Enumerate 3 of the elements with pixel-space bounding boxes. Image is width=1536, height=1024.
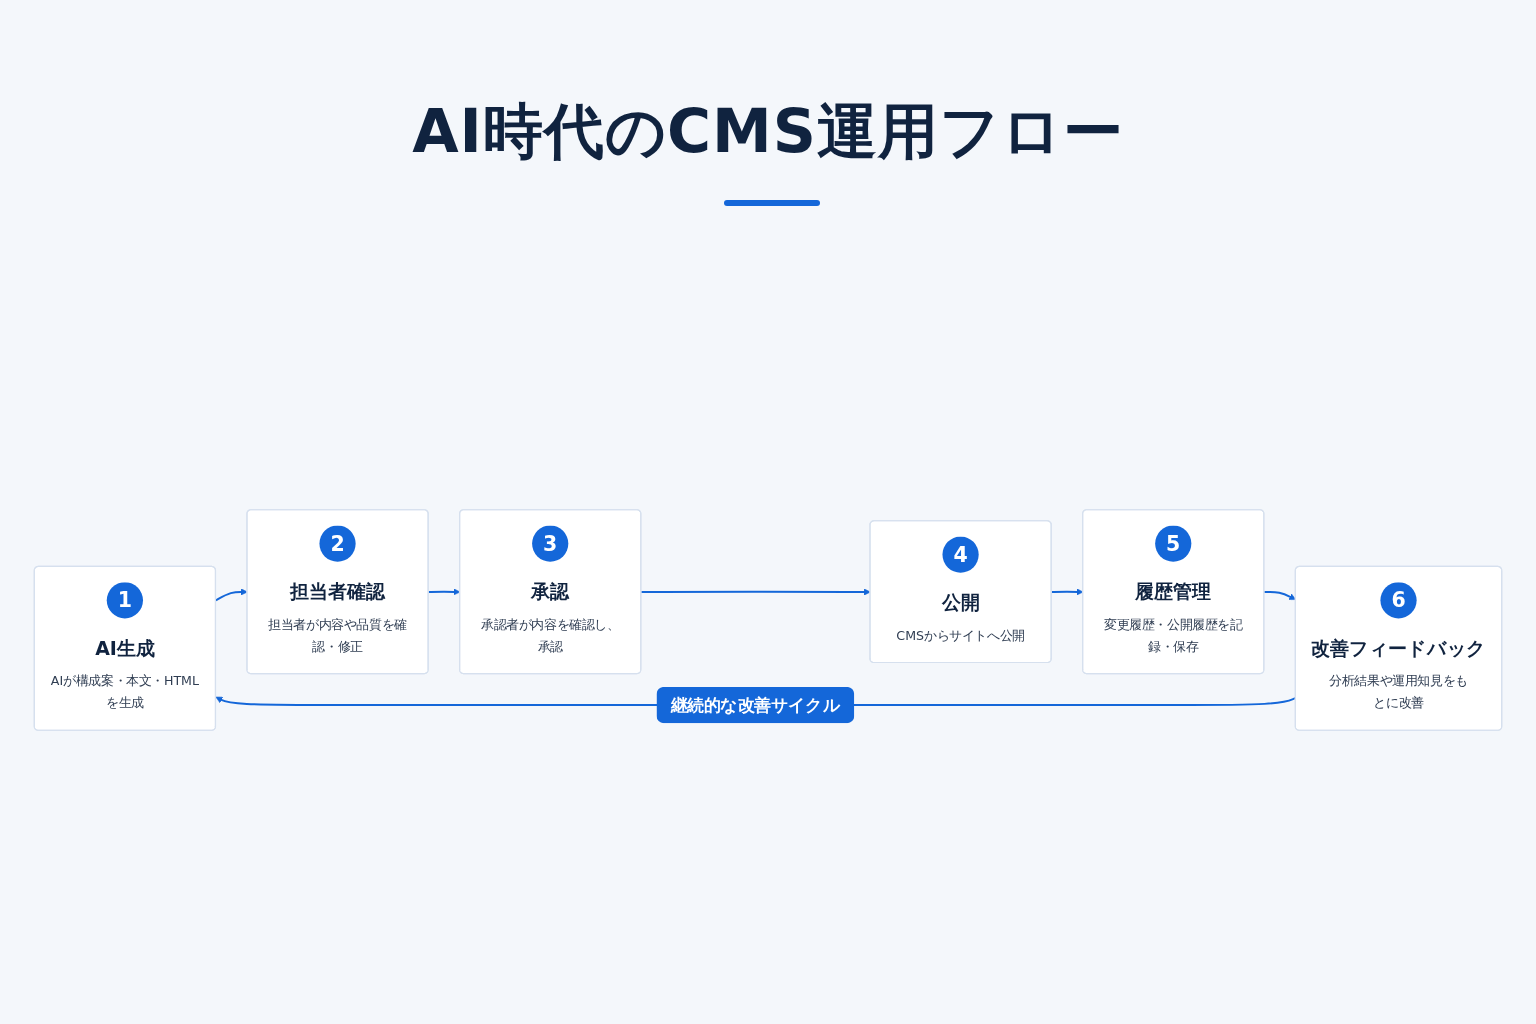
arrow xyxy=(640,588,871,596)
diagram-title: AI時代のCMS運用フロー xyxy=(412,95,1124,168)
edge-label: 継続的な改善サイクル xyxy=(670,695,841,715)
